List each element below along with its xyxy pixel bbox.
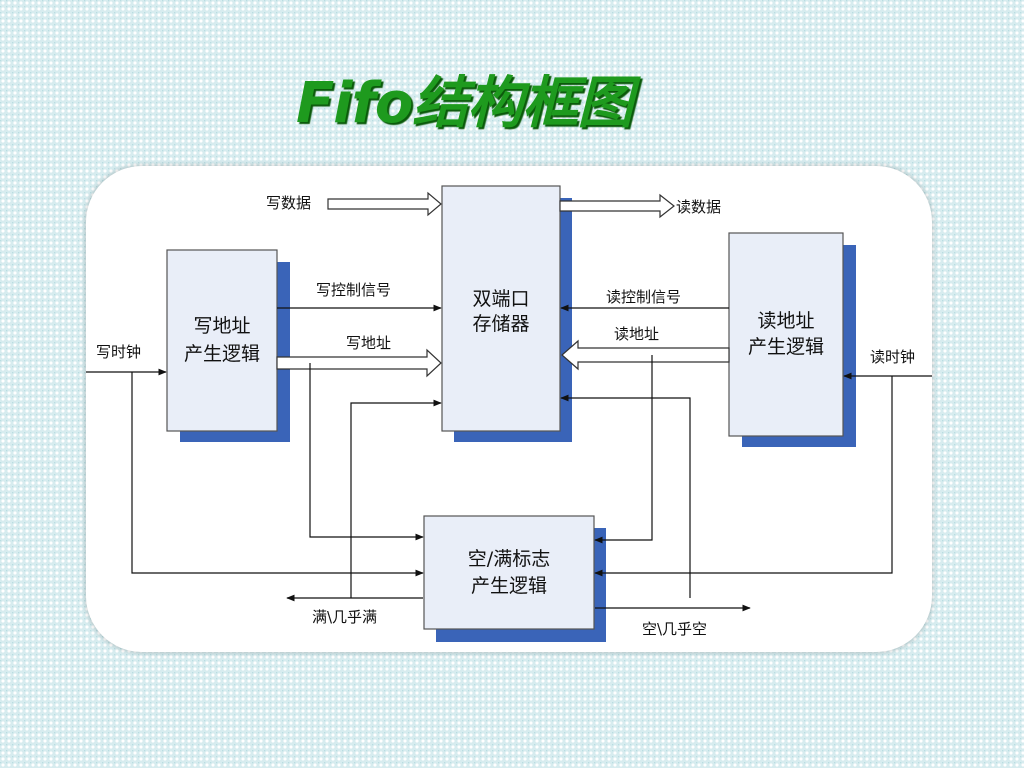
memory-block xyxy=(441,185,561,432)
flags-block-line2: 产生逻辑 xyxy=(471,575,547,597)
read-data-bus-arrow xyxy=(559,193,675,219)
write-ctrl-label: 写控制信号 xyxy=(316,281,391,299)
page-title: Fifo结构框图 xyxy=(296,71,633,136)
write-addr-bus-arrow xyxy=(276,348,442,378)
read-data-label: 读数据 xyxy=(676,198,721,216)
read-addr-block-line1: 读地址 xyxy=(757,310,814,332)
flags-block-line1: 空/满标志 xyxy=(468,548,550,570)
flags-to-memory-read-line xyxy=(560,394,691,598)
full-label: 满\几乎满 xyxy=(312,608,377,626)
read-addr-signal-label: 读地址 xyxy=(614,325,659,343)
write-clock-to-flags-line xyxy=(131,372,424,577)
write-addr-signal-label: 写地址 xyxy=(346,334,391,352)
write-addr-block-line1: 写地址 xyxy=(193,315,250,337)
write-addr-block-line2: 产生逻辑 xyxy=(184,343,260,365)
read-ctrl-label: 读控制信号 xyxy=(606,288,681,306)
memory-block-line2: 存储器 xyxy=(472,313,529,335)
read-addr-block-line2: 产生逻辑 xyxy=(748,336,824,358)
read-clock-label: 读时钟 xyxy=(870,348,915,366)
flags-block xyxy=(423,515,595,630)
flags-to-memory-write-line xyxy=(350,399,442,598)
empty-label: 空\几乎空 xyxy=(642,620,707,638)
read-addr-to-flags-line xyxy=(594,355,653,544)
write-addr-to-flags-line xyxy=(309,363,424,541)
read-clock-to-flags-line xyxy=(594,376,893,577)
read-addr-bus-arrow xyxy=(561,339,730,371)
write-addr-block xyxy=(166,249,278,432)
memory-block-line1: 双端口 xyxy=(472,288,529,310)
write-data-label: 写数据 xyxy=(266,194,311,212)
write-clock-label: 写时钟 xyxy=(96,343,141,361)
read-addr-block xyxy=(728,232,844,437)
write-data-bus-arrow xyxy=(327,191,442,217)
